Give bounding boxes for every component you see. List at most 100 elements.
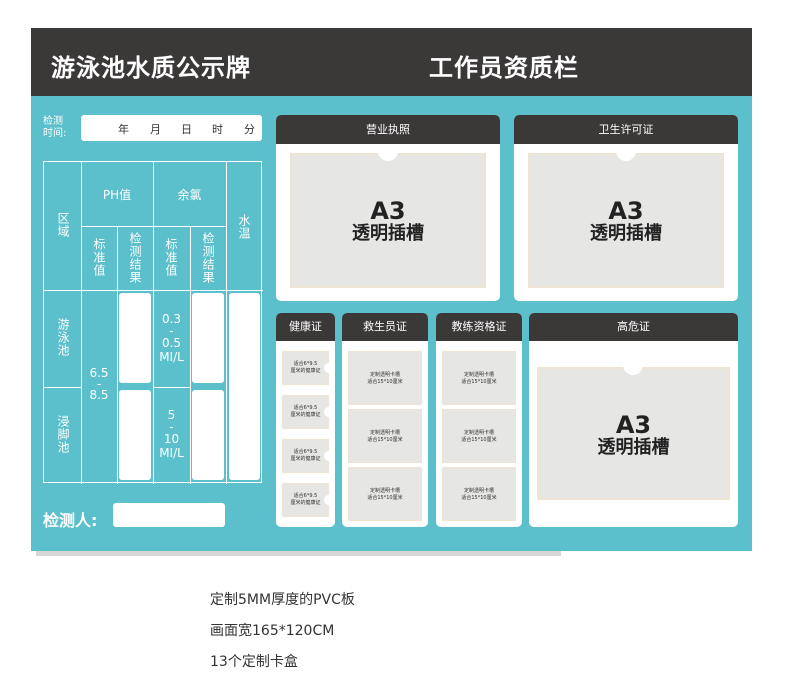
water-quality-title: 游泳池水质公示牌	[51, 54, 251, 82]
pool-chlorine-min: 0.3	[161, 312, 182, 326]
spec-note-card-count: 13个定制卡盒	[210, 654, 298, 670]
pool-chlorine-dash: -	[169, 324, 174, 338]
chlorine-result-header: 检测结果	[201, 232, 215, 284]
slot-notch	[616, 151, 636, 161]
pool-chlorine-standard: 0.3 - 0.5 MI/L	[153, 312, 190, 364]
card-slot-size-text: 适合15*10厘米	[367, 495, 403, 501]
card-size-text: 适合6*9.5	[293, 405, 318, 411]
card-slot-size-text: 适合15*10厘米	[367, 437, 403, 443]
card-type-text: 厘米的健康证	[290, 456, 321, 462]
lifeguard-cert-header: 救生员证	[342, 313, 428, 341]
test-time-label-line2: 时间:	[43, 128, 67, 139]
card-size-text: 适合6*9.5	[293, 449, 318, 455]
ph-standard-min: 6.5	[89, 366, 109, 380]
a3-slot-label: 透明插槽	[590, 223, 662, 244]
area-header: 区域	[56, 212, 70, 238]
a3-size-label: A3	[615, 411, 652, 439]
hour-unit: 时	[212, 123, 223, 136]
card-slot-text: 定制透明卡槽	[369, 488, 400, 494]
footbath-chlorine-dash: -	[169, 420, 174, 434]
ph-standard-max: 8.5	[89, 388, 109, 402]
water-quality-table: 区域 PH值 余氯 水温 标准值 检测结果 标准值 检测结果 游泳池 浸脚池 6…	[43, 161, 263, 484]
hygiene-permit-header: 卫生许可证	[514, 115, 738, 144]
a3-slot: A3 透明插槽	[290, 153, 486, 288]
ph-standard-value: 6.5 - 8.5	[81, 366, 117, 402]
test-time-label-line1: 检测	[43, 116, 63, 127]
card-slot-text: 定制透明卡槽	[369, 430, 400, 436]
chlorine-header: 余氯	[177, 188, 202, 202]
water-temp-field[interactable]	[229, 293, 260, 480]
ph-header: PH值	[102, 188, 132, 202]
water-temp-header: 水温	[237, 214, 251, 240]
a3-slot-label: 透明插槽	[352, 223, 424, 244]
lifeguard-card-slot: 定制透明卡槽适合15*10厘米	[348, 351, 422, 405]
card-size-text: 适合6*9.5	[293, 361, 318, 367]
card-type-text: 厘米的健康证	[290, 500, 321, 506]
a3-slot: A3 透明插槽	[537, 367, 730, 500]
inspector-field[interactable]	[113, 503, 225, 527]
footbath-chlorine-standard: 5 - 10 MI/L	[153, 408, 190, 460]
chlorine-standard-header: 标准值	[164, 238, 178, 277]
board-header: 游泳池水质公示牌 工作员资质栏	[31, 28, 752, 96]
lifeguard-cert-panel: 救生员证 定制透明卡槽适合15*10厘米 定制透明卡槽适合15*10厘米 定制透…	[342, 313, 428, 527]
high-risk-cert-panel: 高危证 A3 透明插槽	[529, 313, 738, 527]
inspector-label: 检测人:	[43, 511, 98, 530]
ph-standard-header: 标准值	[92, 238, 106, 277]
coach-cert-panel: 教练资格证 定制透明卡槽适合15*10厘米 定制透明卡槽适合15*10厘米 定制…	[436, 313, 522, 527]
health-cert-header: 健康证	[276, 313, 335, 341]
card-type-text: 厘米的健康证	[290, 412, 321, 418]
card-slot-size-text: 适合15*10厘米	[461, 379, 497, 385]
day-unit: 日	[181, 123, 192, 136]
notice-board: 游泳池水质公示牌 工作员资质栏 检测 时间: 年 月 日 时 分 区域 PH值 …	[31, 28, 752, 551]
year-unit: 年	[118, 123, 129, 136]
coach-card-slot: 定制透明卡槽适合15*10厘米	[442, 467, 516, 521]
footbath-row-label: 浸脚池	[56, 415, 70, 454]
card-size-text: 适合6*9.5	[293, 493, 318, 499]
pool-chlorine-result-field[interactable]	[192, 293, 224, 383]
card-slot-text: 定制透明卡槽	[463, 372, 494, 378]
footbath-chlorine-result-field[interactable]	[192, 390, 224, 480]
footbath-chlorine-min: 5	[167, 408, 176, 422]
hygiene-permit-panel: 卫生许可证 A3 透明插槽	[514, 115, 738, 301]
pool-ph-result-field[interactable]	[119, 293, 151, 383]
spec-note-size: 画面宽165*120CM	[210, 623, 335, 639]
ph-standard-dash: -	[96, 377, 102, 391]
card-slot-text: 定制透明卡槽	[463, 430, 494, 436]
staff-qualification-title: 工作员资质栏	[429, 54, 579, 82]
minute-unit: 分	[244, 123, 255, 136]
spec-note-material: 定制5MM厚度的PVC板	[210, 592, 355, 608]
ph-result-header: 检测结果	[128, 232, 142, 284]
card-slot-text: 定制透明卡槽	[463, 488, 494, 494]
card-slot-size-text: 适合15*10厘米	[461, 495, 497, 501]
lifeguard-card-slot: 定制透明卡槽适合15*10厘米	[348, 467, 422, 521]
footbath-ph-result-field[interactable]	[119, 390, 151, 480]
coach-card-slot: 定制透明卡槽适合15*10厘米	[442, 409, 516, 463]
coach-card-slot: 定制透明卡槽适合15*10厘米	[442, 351, 516, 405]
card-type-text: 厘米的健康证	[290, 368, 321, 374]
a3-slot: A3 透明插槽	[528, 153, 724, 288]
board-shadow	[36, 551, 561, 556]
high-risk-cert-header: 高危证	[529, 313, 738, 341]
a3-slot-label: 透明插槽	[597, 437, 670, 458]
business-license-header: 营业执照	[276, 115, 500, 144]
card-slot-size-text: 适合15*10厘米	[367, 379, 403, 385]
footbath-chlorine-unit: MI/L	[159, 446, 184, 460]
pool-chlorine-max: 0.5	[161, 336, 182, 350]
pool-chlorine-unit: MI/L	[159, 350, 184, 364]
card-slot-size-text: 适合15*10厘米	[461, 437, 497, 443]
coach-cert-header: 教练资格证	[436, 313, 522, 341]
a3-size-label: A3	[370, 197, 406, 225]
test-time-label: 检测 时间:	[43, 116, 66, 140]
lifeguard-card-slot: 定制透明卡槽适合15*10厘米	[348, 409, 422, 463]
month-unit: 月	[150, 123, 161, 136]
a3-size-label: A3	[608, 197, 644, 225]
slot-notch	[378, 151, 398, 161]
slot-notch	[623, 365, 643, 375]
test-time-field[interactable]: 年 月 日 时 分	[81, 115, 262, 141]
business-license-panel: 营业执照 A3 透明插槽	[276, 115, 500, 301]
